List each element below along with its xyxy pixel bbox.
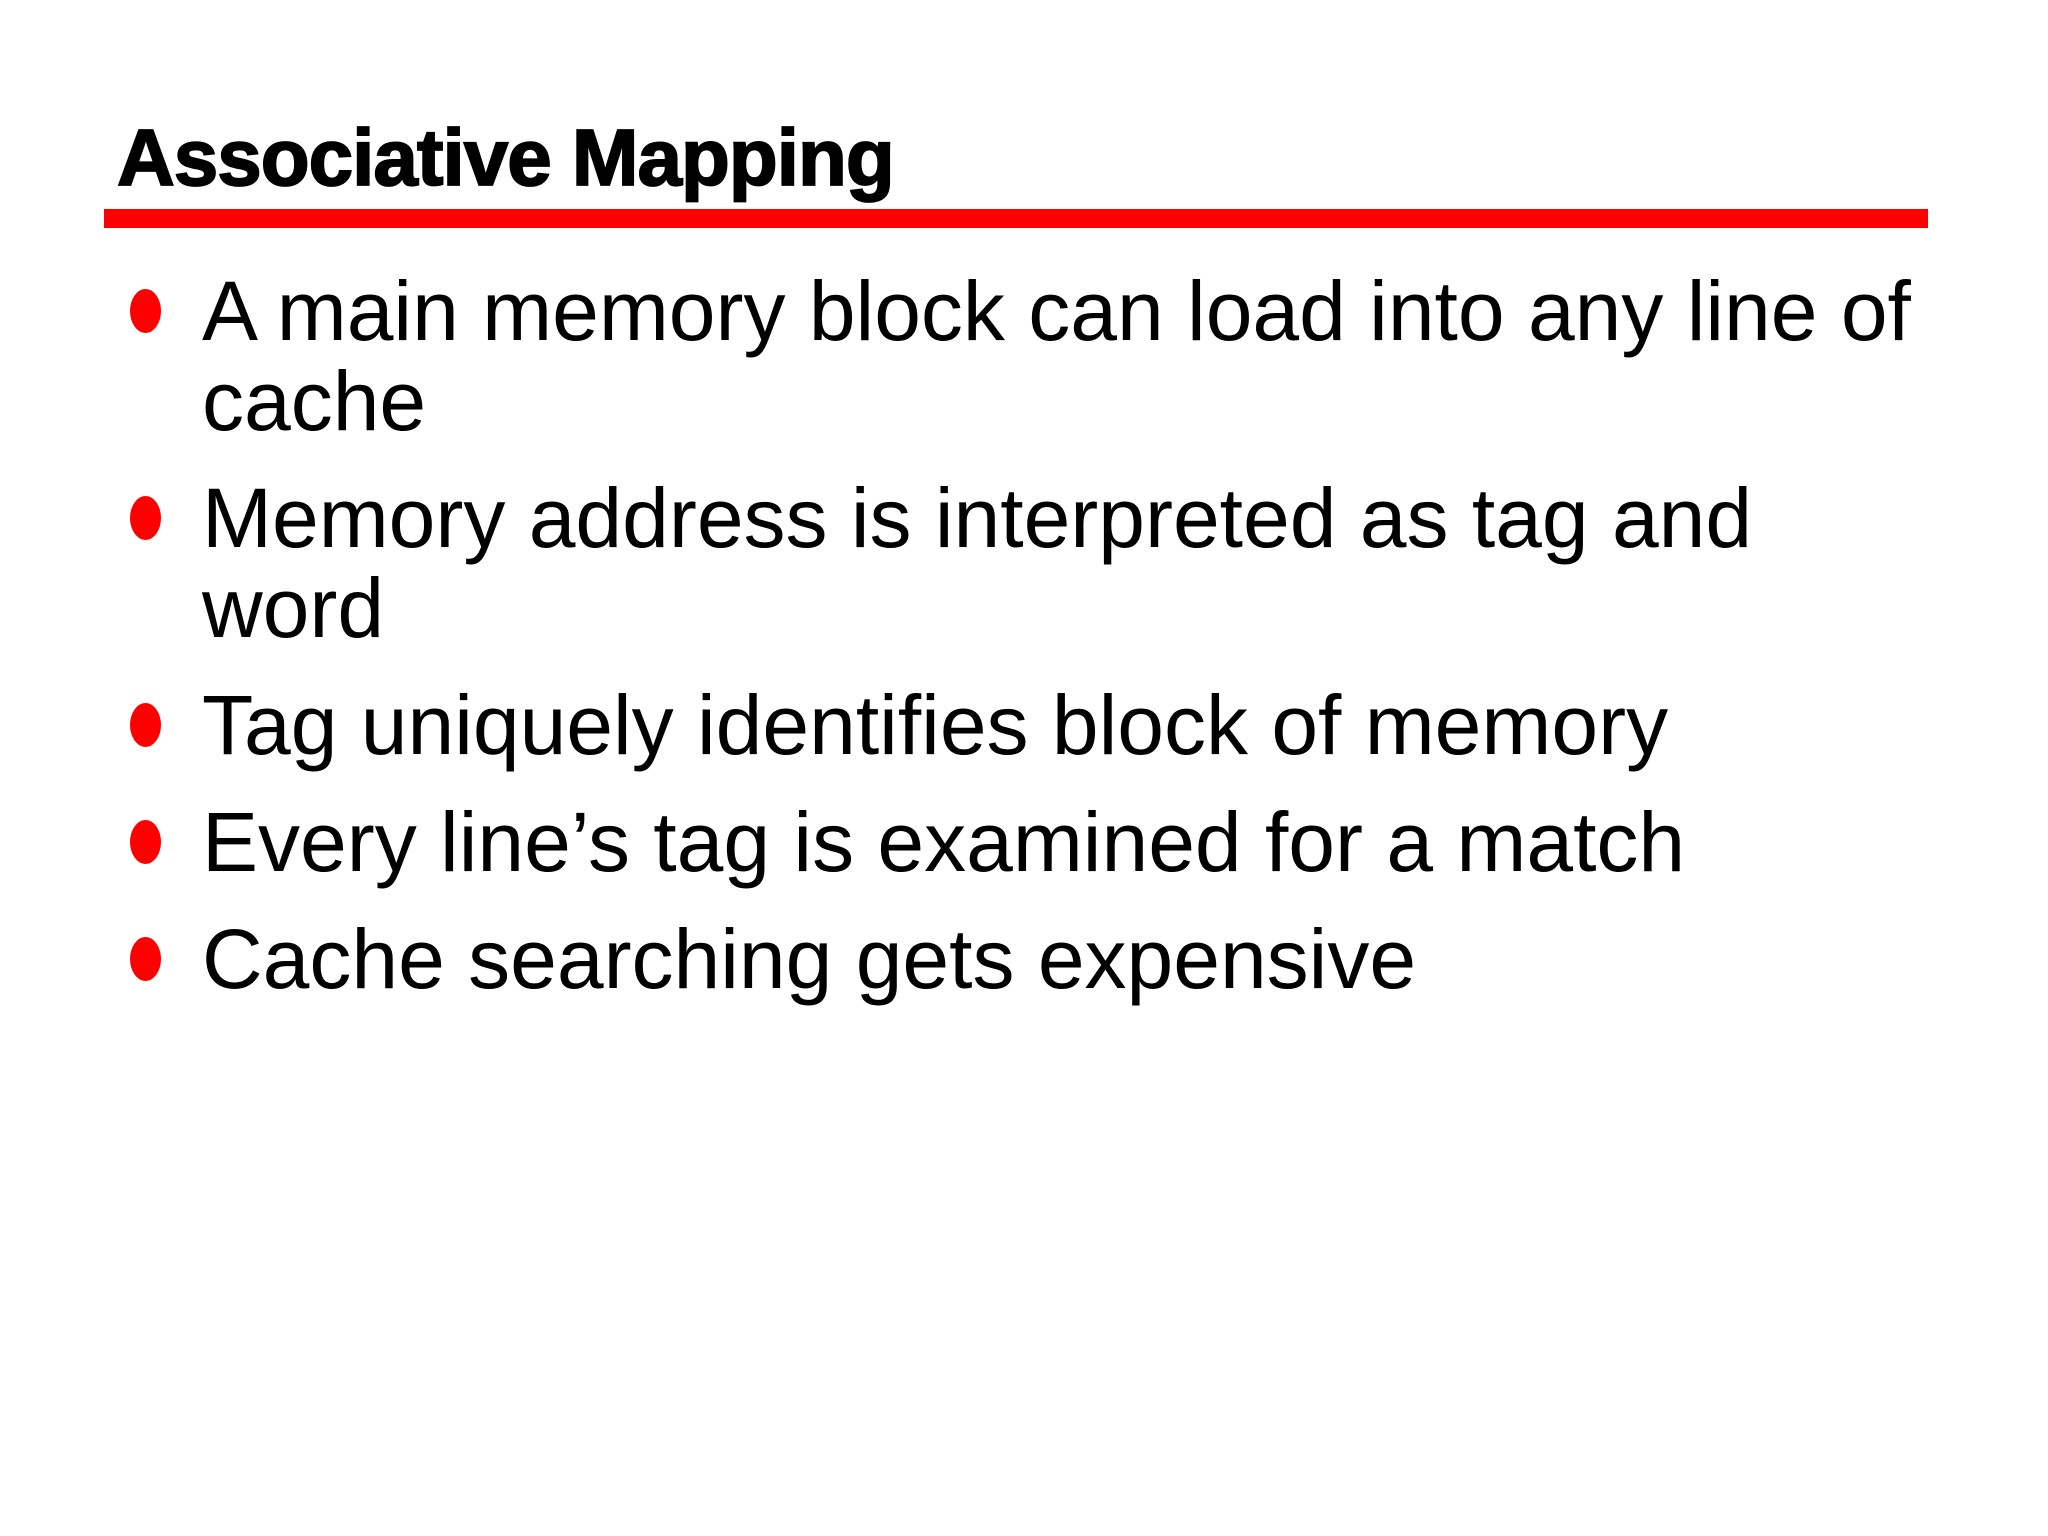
list-item: Tag uniquely identifies block of memory — [130, 680, 1920, 770]
list-item: A main memory block can load into any li… — [130, 266, 1920, 446]
page-title: Associative Mapping — [116, 113, 896, 203]
bullet-text: Tag uniquely identifies block of memory — [202, 678, 1669, 772]
title-divider-line — [104, 209, 1928, 228]
bullet-text: Every line’s tag is examined for a match — [202, 795, 1686, 889]
bullet-dot-icon — [130, 820, 161, 864]
bullet-list: A main memory block can load into any li… — [130, 266, 1920, 1031]
list-item: Memory address is interpreted as tag and… — [130, 473, 1920, 653]
bullet-dot-icon — [130, 496, 161, 540]
bullet-text: Memory address is interpreted as tag and… — [202, 471, 1753, 655]
bullet-dot-icon — [130, 937, 161, 981]
bullet-dot-icon — [130, 289, 161, 333]
bullet-text: Cache searching gets expensive — [202, 912, 1417, 1006]
list-item: Cache searching gets expensive — [130, 914, 1920, 1004]
list-item: Every line’s tag is examined for a match — [130, 797, 1920, 887]
bullet-dot-icon — [130, 703, 161, 747]
bullet-text: A main memory block can load into any li… — [202, 264, 1911, 448]
